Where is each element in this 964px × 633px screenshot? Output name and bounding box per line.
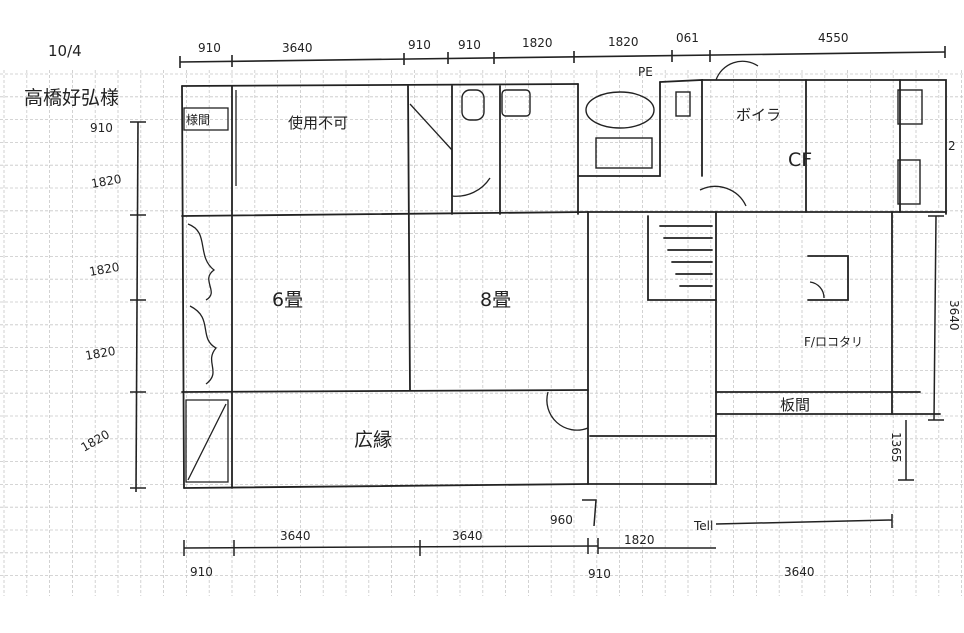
dim-top-6: 1820: [608, 35, 639, 49]
dim-right-3: 2: [948, 139, 956, 153]
dim-bottom-5: 910: [588, 567, 611, 581]
dim-top-8: 4550: [818, 31, 849, 45]
dim-bottom-1: 3640: [280, 529, 311, 543]
date-label: 10/4: [48, 42, 82, 60]
room-label-butsuma: 様間: [186, 113, 210, 127]
left-dimension-line: [130, 121, 146, 493]
right-dimension-line: [898, 215, 944, 481]
closet-fixtures: [185, 90, 237, 483]
dim-right-1: 3640: [947, 300, 961, 331]
dim-bottom-4: 910: [190, 565, 213, 579]
dim-left-3: 1820: [88, 260, 121, 279]
dim-small-960: 960: [550, 513, 573, 527]
client-name: 高橋好弘様: [24, 87, 119, 109]
dim-right-2: 1365: [889, 432, 903, 463]
dim-bottom-6: 3640: [784, 565, 815, 579]
dim-left-2: 1820: [90, 172, 123, 191]
building-walls: [181, 79, 947, 489]
bottom-dimension-lines: [183, 499, 893, 556]
door-swings: [409, 60, 825, 431]
room-label-cf: CF: [788, 149, 812, 171]
dim-top-2: 3640: [282, 41, 313, 55]
top-dimension-line: [179, 46, 946, 68]
room-label-flooring: F/ロコタリ: [804, 335, 863, 349]
bathroom-fixtures: [461, 89, 923, 205]
dim-left-4: 1820: [84, 344, 117, 363]
room-label-hiroen: 広縁: [354, 429, 392, 451]
dim-top-3: 910: [408, 38, 431, 52]
graph-paper-grid: [0, 70, 964, 596]
dim-top-5: 1820: [522, 36, 553, 50]
room-label-eight-jo: 8畳: [480, 289, 511, 311]
room-label-unusable: 使用不可: [288, 114, 348, 132]
room-label-six-jo: 6畳: [272, 289, 303, 311]
room-label-boiler: ボイラ: [736, 106, 781, 124]
dim-bottom-3: 1820: [624, 533, 655, 547]
dim-top-7: 061: [676, 31, 699, 45]
butsuma-box: [183, 107, 229, 131]
label-tell: Tell: [693, 519, 713, 533]
dim-top-1: 910: [198, 41, 221, 55]
dim-bottom-2: 3640: [452, 529, 483, 543]
label-ph: PE: [638, 65, 653, 79]
room-label-ita: 板間: [780, 396, 810, 414]
dim-left-1: 910: [90, 121, 113, 135]
dim-top-4: 910: [458, 38, 481, 52]
